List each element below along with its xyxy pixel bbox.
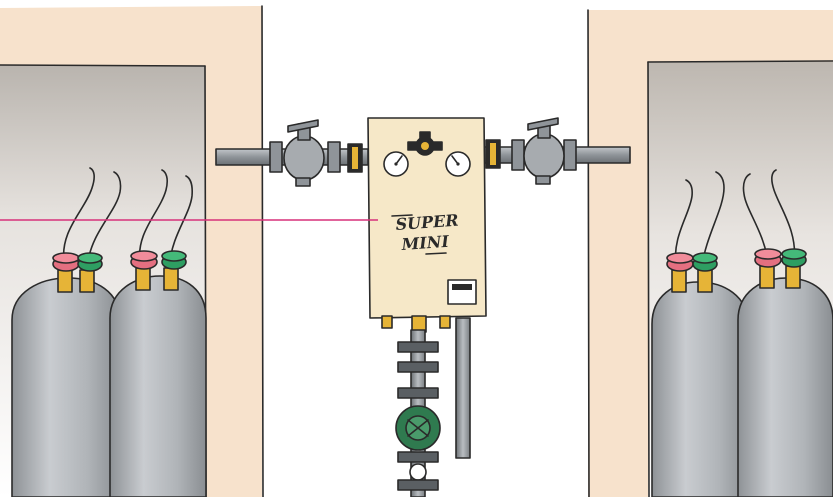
power-switch [448, 280, 476, 304]
gas-cylinder [12, 278, 120, 497]
brand-line-2: MINI [400, 232, 450, 254]
pressure-gauge-icon [384, 152, 408, 176]
gas-cylinder [110, 276, 206, 497]
gas-cylinder [738, 278, 833, 497]
pressure-gauge-icon [446, 152, 470, 176]
gas-cylinder [652, 282, 748, 497]
left-shutoff-valve [270, 120, 362, 186]
manifold-panel: SUPER MINI [368, 118, 486, 332]
circulation-pump-icon [396, 406, 440, 450]
outlet-line [396, 318, 470, 497]
right-shutoff-valve [486, 118, 576, 184]
